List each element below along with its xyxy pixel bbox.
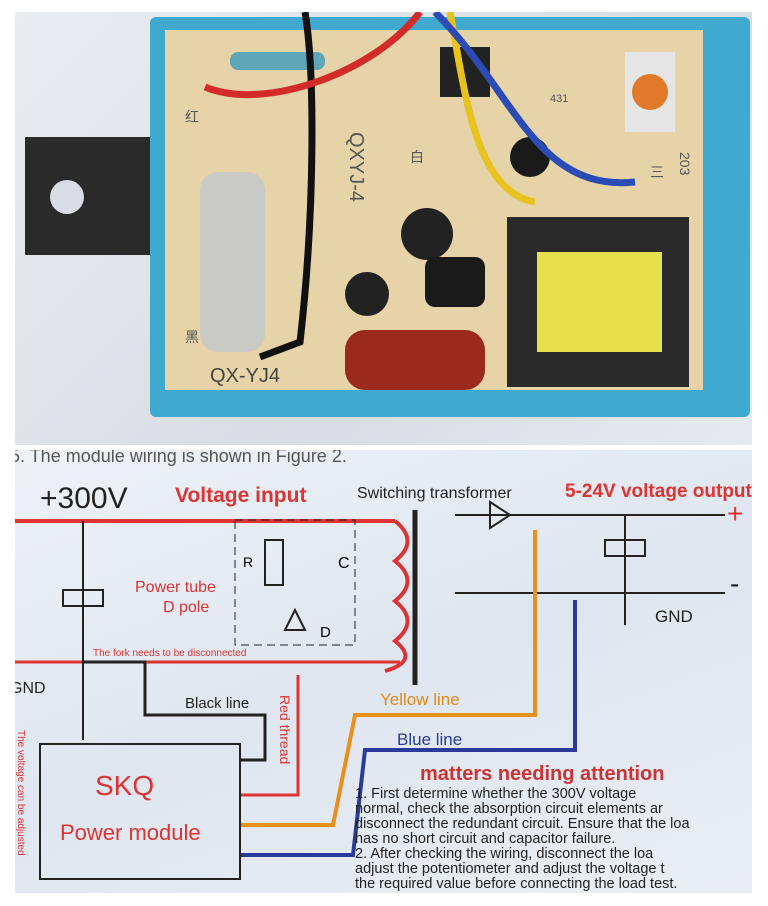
- diode: [489, 500, 512, 530]
- diode-d: [283, 607, 307, 631]
- attention-line: normal, check the absorption circuit ele…: [355, 801, 663, 817]
- d-pole-label: D pole: [163, 599, 209, 616]
- blue-line: [240, 600, 577, 857]
- yellow-line: [240, 530, 537, 827]
- attention-line: adjust the potentiometer and adjust the …: [355, 861, 665, 877]
- r-label: R: [243, 554, 253, 570]
- red-thread: [240, 675, 300, 797]
- side-note: The voltage can be adjusted: [15, 730, 26, 856]
- black-wire: [258, 12, 316, 361]
- mark-red: 红: [185, 109, 199, 125]
- potentiometer-knob: [632, 74, 668, 110]
- switching-transformer-label: Switching transformer: [357, 485, 512, 502]
- minus-sign: -: [730, 568, 739, 599]
- blue-wire: [432, 12, 636, 187]
- yellow-wire: [446, 12, 536, 206]
- absorption-box: [234, 519, 356, 646]
- mark-black: 黑: [185, 329, 199, 345]
- input-capacitor: [62, 589, 104, 607]
- module-name: SKQ: [95, 770, 154, 801]
- film-capacitor: [345, 330, 485, 390]
- wiring-diagram-photo: 5. The module wiring is shown in Figure …: [15, 450, 752, 893]
- gnd-right: GND: [655, 607, 693, 626]
- mark-white: 白: [410, 149, 424, 165]
- attention-text: 1. First determine whether the 300V volt…: [355, 786, 690, 892]
- pcb-illustration: QX-YJ4 QXYJ-4 431 203 白 红 黑 三: [25, 12, 750, 417]
- caption: 5. The module wiring is shown in Figure …: [15, 450, 347, 466]
- blue-line-label: Blue line: [397, 730, 462, 749]
- power-tube-label: Power tube: [135, 579, 216, 596]
- red-wire: [203, 12, 423, 98]
- mark-three: 三: [650, 164, 664, 180]
- resistor-r: [264, 539, 284, 586]
- output-capacitor: [604, 539, 646, 557]
- gnd-left: GND: [15, 680, 46, 697]
- resistor: [230, 52, 325, 70]
- primary-coil: [384, 519, 410, 673]
- mosfet: [425, 257, 485, 307]
- label-203: 203: [677, 152, 693, 176]
- skq-module-box: [39, 743, 241, 880]
- regulator-431: [510, 137, 550, 177]
- attention-line: the required value before connecting the…: [355, 876, 677, 892]
- black-line: [83, 660, 267, 762]
- board-label-vertical: QXYJ-4: [345, 132, 367, 202]
- voltage-output-label: 5-24V voltage output: [565, 481, 752, 502]
- voltage-input-label: Voltage input: [175, 484, 306, 507]
- transformer-tape: [537, 252, 662, 352]
- label-431: 431: [550, 93, 568, 105]
- attention-line: has no short circuit and capacitor failu…: [355, 831, 615, 847]
- black-line-label: Black line: [185, 695, 249, 712]
- c-label: C: [338, 555, 350, 572]
- wiring-diagram: 5. The module wiring is shown in Figure …: [15, 450, 752, 892]
- power-resistor: [200, 172, 265, 352]
- mounting-hole: [50, 180, 84, 214]
- board-label: QX-YJ4: [210, 365, 280, 387]
- attention-line: disconnect the redundant circuit. Ensure…: [355, 816, 690, 832]
- plus-sign: +: [727, 498, 743, 529]
- red-thread-label: Red thread: [277, 695, 293, 764]
- d-label: D: [320, 624, 331, 641]
- yellow-line-label: Yellow line: [380, 690, 460, 709]
- attention-line: 2. After checking the wiring, disconnect…: [355, 846, 654, 862]
- attention-title: matters needing attention: [420, 763, 664, 785]
- module-subtitle: Power module: [60, 820, 201, 845]
- fork-note: The fork needs to be disconnected: [93, 648, 246, 659]
- pcb-photo: QX-YJ4 QXYJ-4 431 203 白 红 黑 三: [15, 12, 752, 445]
- capacitor: [401, 208, 453, 260]
- capacitor: [345, 272, 389, 316]
- attention-line: 1. First determine whether the 300V volt…: [355, 786, 636, 802]
- voltage-in: +300V: [40, 482, 128, 515]
